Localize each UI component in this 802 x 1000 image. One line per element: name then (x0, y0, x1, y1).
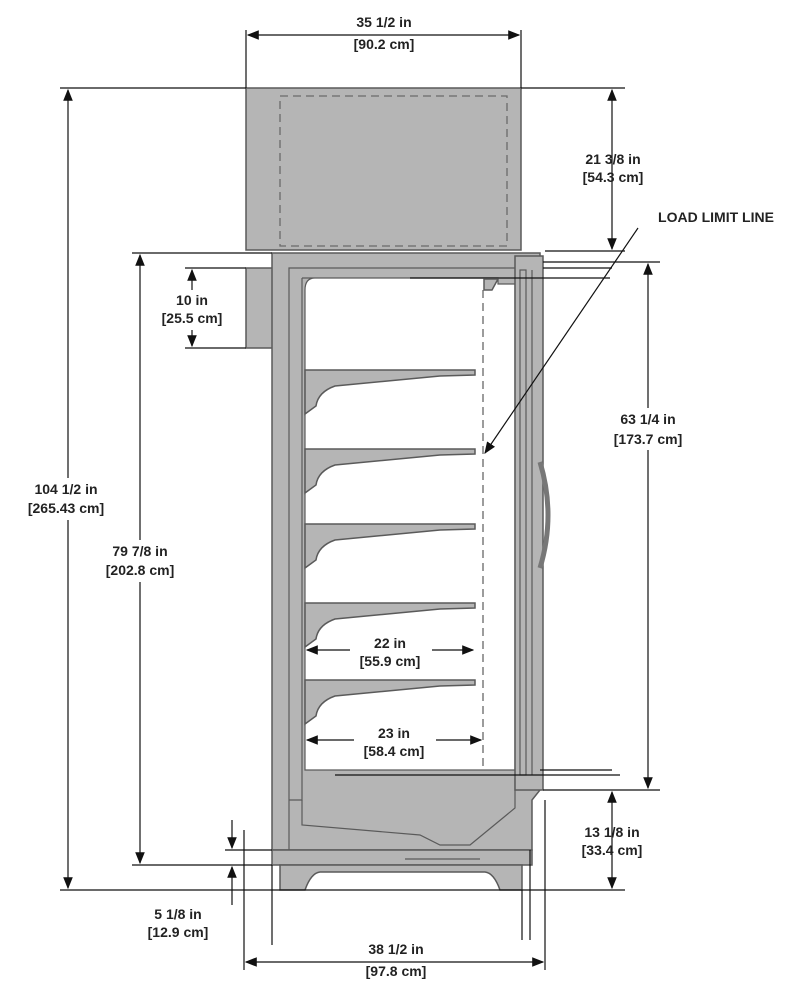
top-unit-height-imperial: 21 3/8 in (585, 151, 640, 167)
foot-height-metric: [12.9 cm] (148, 924, 209, 940)
base-height-imperial: 13 1/8 in (584, 824, 639, 840)
dimension-labels: 35 1/2 in [90.2 cm] 21 3/8 in [54.3 cm] … (18, 14, 774, 979)
shelf-2 (304, 448, 476, 495)
side-box-imperial: 10 in (176, 292, 208, 308)
foot-height-imperial: 5 1/8 in (154, 906, 201, 922)
deck-depth-metric: [58.4 cm] (364, 743, 425, 759)
base-height-metric: [33.4 cm] (582, 842, 643, 858)
load-limit-label: LOAD LIMIT LINE (658, 209, 774, 225)
cabinet (271, 252, 620, 891)
cabinet-height-metric: [202.8 cm] (106, 562, 174, 578)
side-box (245, 267, 274, 349)
shelf-4 (304, 602, 476, 649)
side-box-metric: [25.5 cm] (162, 310, 223, 326)
door-handle (537, 461, 551, 569)
door-frame (514, 255, 544, 791)
opening-height-imperial: 63 1/4 in (620, 411, 675, 427)
overall-depth-imperial: 38 1/2 in (368, 941, 423, 957)
opening-height-metric: [173.7 cm] (614, 431, 682, 447)
shelf-5 (304, 679, 476, 726)
base-rail (271, 849, 533, 866)
shelf-depth-imperial: 22 in (374, 635, 406, 651)
shelf-depth-metric: [55.9 cm] (360, 653, 421, 669)
feet (279, 864, 523, 891)
top-width-metric: [90.2 cm] (354, 36, 415, 52)
cabinet-height-imperial: 79 7/8 in (112, 543, 167, 559)
top-unit-height-metric: [54.3 cm] (583, 169, 644, 185)
shelves (304, 369, 476, 726)
shelf-3 (304, 523, 476, 570)
top-unit (245, 87, 522, 251)
shelf-1 (304, 369, 476, 416)
overall-depth-metric: [97.8 cm] (366, 963, 427, 979)
top-width-imperial: 35 1/2 in (356, 14, 411, 30)
overall-height-imperial: 104 1/2 in (34, 481, 97, 497)
deck-depth-imperial: 23 in (378, 725, 410, 741)
overall-height-metric: [265.43 cm] (28, 500, 104, 516)
